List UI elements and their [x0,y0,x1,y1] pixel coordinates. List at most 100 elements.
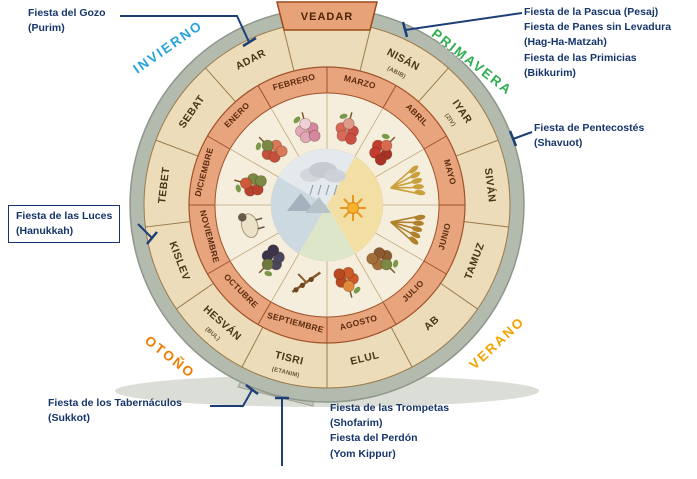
cloud-icon [324,169,346,183]
wheat-head [409,236,419,245]
leaf [255,142,262,151]
callout-text: Fiesta de Pentecostés [534,122,645,134]
hebrew-month-3: SIVÁN [482,167,499,203]
hebrew-sector-line [241,326,264,368]
wheat-head [412,220,424,226]
hebrew-sector-line [282,27,295,72]
gregorian-sector-line [423,260,447,275]
illustration-noviembre [238,213,265,238]
callout-text: Fiesta de las Luces [16,210,113,222]
callout-text: Fiesta de los Tabernáculos [48,397,183,409]
hebrew-sector-line [455,139,499,157]
callout-line-sukkot [210,389,253,407]
leaf [381,133,390,140]
veadar-tab [276,1,378,31]
callout-tick-hanukkah [146,231,158,245]
callout-text: Fiesta de las Primicias [524,51,637,64]
leaf [353,286,361,294]
fruit [275,145,288,158]
wheat-stem [390,215,418,223]
illustration-junio [390,214,426,245]
illustration-septiembre [291,271,321,294]
callout-line-pascua [404,12,523,31]
rain-lines [317,184,322,196]
fruit [255,175,267,187]
fruit [342,117,355,130]
illustration-abril [369,133,396,166]
callout-tick-pascua [401,21,409,38]
fruit [299,117,312,130]
leaf [264,270,273,277]
illustration-febrero [293,112,321,144]
rain-lines [309,184,314,196]
leaf [235,184,241,193]
illustration-enero [255,136,288,163]
gregorian-sector-line [257,301,272,325]
sun-icon [347,202,359,214]
wheat-stem [390,221,412,241]
wheat-head [411,178,423,184]
branch [297,273,308,283]
callout-pascua: Fiesta de la Pascua (Pesaj) Fiesta de Pa… [524,5,671,81]
hebrew-sector-line [155,139,199,157]
callout-hanukkah: Fiesta de las Luces (Hanukkah) [8,205,121,244]
callout-tick-shavuot [508,130,518,147]
callout-text: Fiesta de la Pascua (Pesaj) [524,6,659,18]
leaf [392,259,399,268]
gregorian-sector-line [423,135,447,150]
wheat-stem [390,169,412,189]
callout-text: (Shofarim) [330,417,383,430]
illustration-diciembre [234,173,267,197]
leap-month-veadar: VEADAR [301,11,353,23]
fruit [345,133,357,145]
illustration-julio [366,247,399,274]
wheat-stem [390,187,418,195]
center-season-wedge [270,177,327,254]
hebrew-sector-line [418,67,449,103]
wheat-head [414,189,426,196]
hebrew-sector-line [390,326,413,368]
fruit [366,252,379,265]
wheat-head [410,171,421,179]
wheat-head [414,214,426,221]
fruit [380,139,393,152]
callout-shavuot: Fiesta de Pentecostés (Shavuot) [534,121,644,151]
fruit [239,177,252,190]
fruit [342,280,355,293]
wheat-head [411,226,423,232]
callout-text: (Sukkot) [48,412,90,425]
mountain-icon [305,197,331,213]
callout-purim: Fiesta del Gozo (Purim) [28,6,106,36]
callout-text: Fiesta de las Trompetas [330,402,450,414]
hebrew-sector-line [205,67,236,103]
gregorian-sector-line [207,260,231,275]
callout-text: Fiesta del Perdón [330,432,418,445]
fruit [374,153,387,166]
callout-tick-purim [242,36,257,48]
bud [293,287,299,293]
fruit [261,258,274,271]
gregorian-sector-line [257,85,272,109]
wheat-head [410,231,421,239]
callout-line-purim [120,15,250,43]
callout-text: (Purim) [28,22,65,35]
gregorian-sector-line [382,301,397,325]
callout-tick-sukkot [245,384,259,395]
callout-text: (Shavuot) [534,137,583,150]
illustration-agosto [333,266,361,298]
gregorian-sector-line [207,135,231,150]
rain-lines [325,184,330,196]
wheat-stem [390,221,413,235]
sheep-leg [257,226,265,230]
gregorian-sector-line [382,85,397,109]
illustration-marzo [335,112,359,145]
callout-sukkot: Fiesta de los Tabernáculos (Sukkot) [48,396,182,426]
hebrew-sector-line [440,282,478,310]
sheep-leg [255,217,263,221]
callout-text: (Bikkurim) [524,66,576,79]
wheat-stem [390,221,415,230]
leaf [339,113,348,119]
hebrew-month-10: TEBET [156,166,172,204]
wheat-stem [390,180,415,189]
